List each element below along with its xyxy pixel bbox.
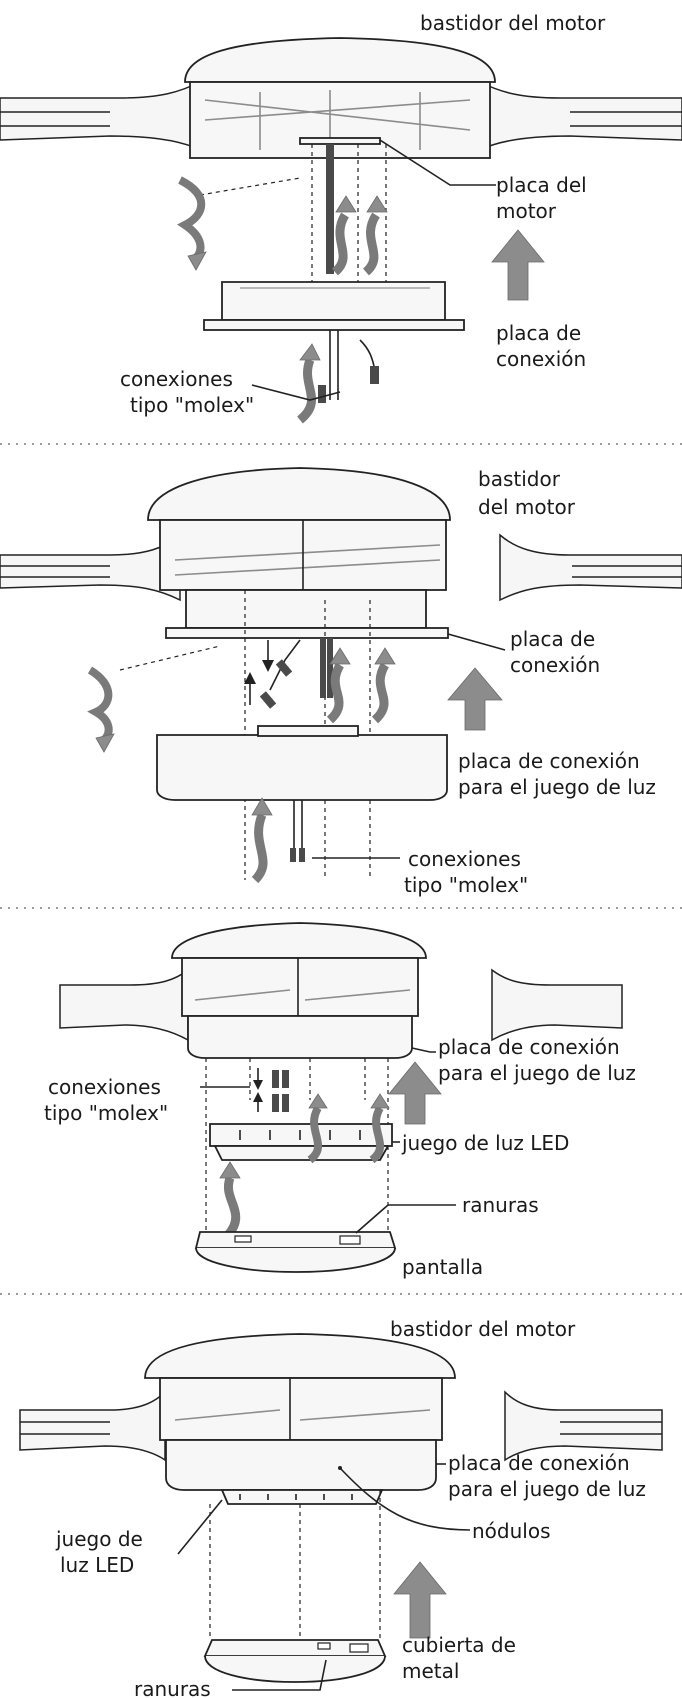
panel-2: bastidor del motor placa de conexión pla… (0, 467, 682, 897)
molex-label: conexiones (408, 847, 521, 871)
motor-housing (147, 467, 451, 591)
light-plate-label-2: para el juego de luz (438, 1061, 636, 1085)
motor-housing-label-2: del motor (478, 495, 576, 519)
nodules-label: nódulos (472, 1519, 551, 1543)
shade (194, 1231, 397, 1273)
led-kit-label: juego de (55, 1527, 143, 1551)
molex-label-2: tipo "molex" (44, 1101, 168, 1125)
light-plate-label-2: para el juego de luz (448, 1477, 646, 1501)
up-arrow-icon (393, 1561, 447, 1639)
slots-label: ranuras (134, 1677, 211, 1698)
panel-3: placa de conexión para el juego de luz c… (44, 922, 636, 1279)
panel-4: bastidor del motor placa de conexión par… (19, 1317, 663, 1698)
connection-plate-label: placa de (510, 627, 595, 651)
slots-label: ranuras (462, 1193, 539, 1217)
led-kit-label: juego de luz LED (401, 1131, 569, 1155)
light-plate-label-2: para el juego de luz (458, 775, 656, 799)
up-arrow-icon (491, 229, 545, 301)
up-arrow-icon (388, 1061, 442, 1125)
fan-blade-arms (19, 1390, 663, 1462)
metal-cover (203, 1639, 387, 1683)
led-light-kit (209, 1123, 393, 1161)
motor-housing (171, 922, 427, 1017)
led-kit-label-2: luz LED (60, 1553, 134, 1577)
connection-plate (203, 281, 465, 331)
connection-plate-label-2: conexión (496, 347, 586, 371)
motor-housing (144, 1333, 456, 1441)
shade-label: pantalla (402, 1255, 483, 1279)
light-plate-label: placa de conexión (438, 1035, 620, 1059)
molex-label-2: tipo "molex" (404, 873, 528, 897)
connection-plate-label-2: conexión (510, 653, 600, 677)
light-kit-plate (156, 725, 448, 801)
downrod (326, 144, 334, 274)
light-kit-plate (187, 1015, 413, 1059)
fan-blade-arms (0, 80, 682, 152)
fan-blade-arms (0, 533, 682, 602)
light-kit-plate (165, 1439, 437, 1491)
light-plate-label: placa de conexión (458, 749, 640, 773)
light-plate-label: placa de conexión (448, 1451, 630, 1475)
panel-1: bastidor del motor placa del motor placa… (0, 11, 682, 424)
motor-plate-label-2: motor (496, 199, 557, 223)
motor-housing-label: bastidor (478, 467, 561, 491)
metal-cover-label-2: metal (402, 1659, 459, 1683)
molex-label: conexiones (48, 1075, 161, 1099)
motor-housing-label: bastidor del motor (420, 11, 606, 35)
connection-plate (165, 589, 449, 639)
motor-plate-label: placa del (496, 173, 587, 197)
molex-label-2: tipo "molex" (130, 393, 254, 417)
motor-housing-label: bastidor del motor (390, 1317, 576, 1341)
molex-label: conexiones (120, 367, 233, 391)
led-light-kit (220, 1489, 384, 1505)
screw-arrow (177, 176, 206, 261)
metal-cover-label: cubierta de (402, 1633, 516, 1657)
connection-plate-label: placa de (496, 321, 581, 345)
motor-housing (184, 37, 496, 159)
fan-blade-arms (59, 968, 623, 1042)
up-arrow-icon (447, 667, 503, 731)
